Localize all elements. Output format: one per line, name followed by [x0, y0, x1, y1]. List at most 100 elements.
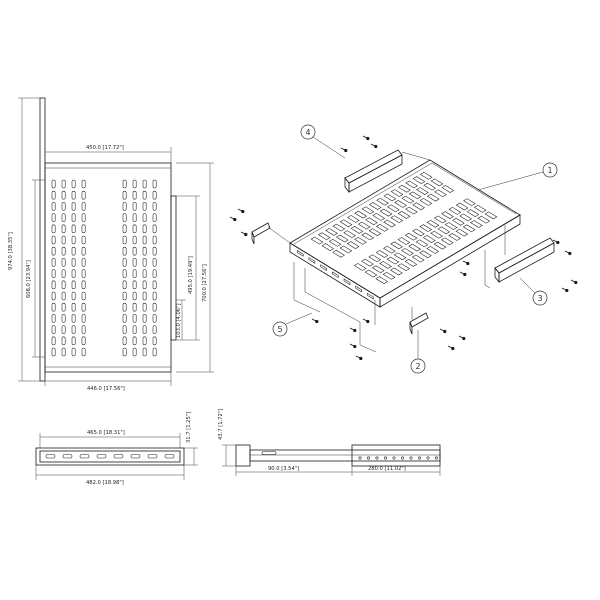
- slot: [375, 224, 389, 232]
- slot: [347, 215, 360, 223]
- slot: [152, 302, 157, 312]
- slot: [51, 302, 56, 312]
- slot: [164, 454, 175, 459]
- slot: [61, 280, 66, 290]
- slot: [325, 228, 338, 236]
- slot: [405, 206, 418, 215]
- front-slots: [45, 454, 175, 459]
- slot: [477, 215, 491, 224]
- slot: [422, 235, 436, 243]
- slot: [71, 213, 76, 222]
- slot: [147, 454, 158, 459]
- screw-shank: [462, 260, 468, 264]
- screw-shank: [355, 355, 361, 359]
- slot: [61, 213, 66, 222]
- slot: [51, 246, 56, 256]
- dim-rail-height: 43.7 [1.72"]: [218, 409, 224, 440]
- slot: [61, 269, 66, 278]
- slot: [361, 258, 374, 267]
- slot: [81, 179, 86, 189]
- screw-head: [315, 319, 319, 324]
- screw-head: [466, 261, 470, 266]
- slot: [81, 235, 86, 245]
- slot: [51, 336, 56, 346]
- slot: [296, 249, 304, 257]
- slot: [122, 302, 127, 312]
- callout-4: 4: [300, 124, 346, 159]
- rail-hole: [375, 456, 379, 460]
- slot: [132, 258, 137, 267]
- slot: [390, 215, 404, 224]
- slot: [122, 179, 127, 189]
- slot: [122, 235, 127, 245]
- slot: [404, 259, 418, 267]
- slot: [122, 190, 127, 200]
- slot: [354, 210, 368, 219]
- slot: [321, 243, 335, 251]
- slot: [61, 224, 66, 234]
- screw-head: [241, 209, 245, 214]
- rail-hole: [435, 456, 438, 460]
- slot: [142, 336, 147, 346]
- dim-shelf-bottom-width: 446.0 [17.56"]: [87, 386, 125, 392]
- slot: [142, 235, 147, 245]
- slot: [122, 224, 127, 234]
- dim-shelf-top-width: 450.0 [17.72"]: [86, 145, 124, 151]
- slot: [81, 291, 86, 301]
- slot: [142, 258, 147, 267]
- slot: [415, 239, 429, 248]
- slot: [142, 246, 147, 256]
- slot: [61, 302, 66, 312]
- slot: [368, 254, 382, 263]
- dim-rail-max: 280.0 [11.02"]: [368, 466, 406, 472]
- slot: [142, 302, 147, 312]
- slot: [79, 454, 90, 459]
- slot: [152, 280, 157, 290]
- dim-bracket-height: 103.0 [4.06"]: [176, 304, 182, 338]
- slot: [308, 257, 316, 264]
- iso-bracket-left: [251, 222, 271, 238]
- slot: [404, 232, 418, 241]
- screw-head: [366, 136, 370, 141]
- slot: [122, 258, 127, 267]
- slot: [393, 252, 407, 261]
- slot: [122, 246, 127, 256]
- slot: [152, 258, 157, 267]
- slot: [433, 241, 447, 250]
- slot: [398, 184, 411, 193]
- slot: [51, 202, 56, 211]
- callout-3: 3: [519, 277, 548, 306]
- screw-shank: [237, 208, 243, 212]
- slot: [122, 291, 127, 301]
- slot: [440, 237, 454, 246]
- callout-5: 5: [272, 312, 313, 337]
- screw-shank: [362, 135, 368, 139]
- screw-head: [462, 336, 466, 341]
- slot: [430, 230, 443, 239]
- slot: [142, 269, 147, 278]
- slot: [61, 190, 66, 200]
- slot: [397, 237, 411, 245]
- screw-head: [451, 346, 455, 351]
- rail-hole: [401, 456, 404, 460]
- slot: [132, 202, 137, 211]
- slot: [152, 235, 157, 245]
- dim-front-outer-width: 482.0 [18.98"]: [86, 480, 124, 486]
- screw-head: [353, 328, 357, 333]
- screw-shank: [349, 343, 355, 347]
- rail-hole: [384, 456, 387, 460]
- screw-head: [556, 240, 560, 245]
- slot: [132, 246, 137, 256]
- slot: [354, 236, 367, 245]
- slot: [397, 263, 410, 272]
- rail-hole: [261, 451, 277, 455]
- slot: [51, 347, 56, 357]
- iso-front-slots: [296, 249, 374, 300]
- slot: [423, 182, 437, 191]
- screw-shank: [229, 216, 235, 220]
- svg-text:1: 1: [548, 166, 553, 175]
- slot: [71, 347, 76, 357]
- rail-hole: [367, 456, 370, 460]
- slot: [61, 258, 66, 267]
- slot: [132, 213, 137, 222]
